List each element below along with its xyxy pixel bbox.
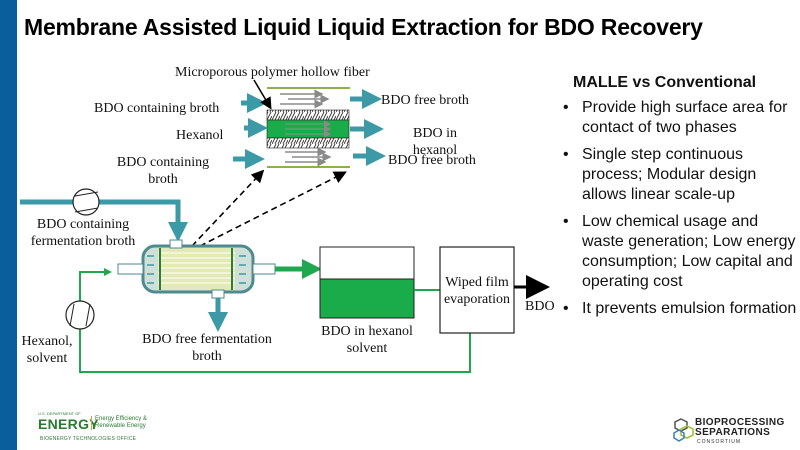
process-diagram [20, 79, 550, 373]
fiber-callout-arrow [253, 79, 272, 110]
inlet-top-label: BDO containing broth [94, 101, 220, 116]
slide-title: Membrane Assisted Liquid Liquid Extracti… [24, 14, 703, 40]
list-item: •Single step continuous process; Modular… [563, 146, 757, 203]
slide-accent-bar [0, 0, 17, 450]
bullet-icon: • [563, 300, 569, 317]
bto-label: BIOENERGY TECHNOLOGIES OFFICE [40, 436, 137, 442]
eere-label: Energy Efficiency & Renewable Energy [91, 416, 147, 430]
panel-heading: MALLE vs Conventional [573, 74, 757, 91]
evaporator-label: Wiped film evaporation [443, 275, 511, 307]
inlet-bottom-label: BDO containing broth [116, 155, 210, 187]
fiber-wall-bottom [266, 137, 350, 149]
tank-label: BDO in hexanol solvent [321, 324, 413, 356]
inlet-middle-label: Hexanol [176, 128, 224, 143]
zoom-lines [191, 169, 347, 247]
comparison-panel: MALLE vs Conventional •Provide high surf… [560, 74, 800, 326]
bullet-icon: • [563, 146, 569, 163]
hexagon-logo-icon [673, 418, 694, 442]
solvent-loop [65, 259, 471, 373]
product-label: BDO [525, 299, 555, 314]
wiped-film-evaporator [439, 246, 550, 334]
outlet-middle-label: BDO in hexanol [412, 126, 458, 158]
solvent-label: Hexanol, solvent [21, 334, 73, 366]
feed-line [20, 188, 188, 242]
fiber-wall-top [266, 109, 350, 121]
membrane-module [117, 239, 276, 332]
doe-logo: U.S. DEPARTMENT OF ENERGY Energy Efficie… [38, 411, 147, 442]
hexanol-flow-arrows [285, 120, 332, 138]
list-item: •Provide high surface area for contact o… [563, 99, 788, 136]
hollow-fiber-inset [233, 79, 386, 169]
fiber-label: Microporous polymer hollow fiber [175, 65, 370, 80]
broth-flow-arrows-bottom [285, 147, 332, 167]
outlet-bottom-label: BDO free broth [388, 153, 476, 168]
bullet-icon: • [563, 99, 569, 116]
feed-label: BDO containing fermentation broth [30, 217, 136, 249]
broth-flow-arrows-top [280, 89, 330, 109]
doe-energy-wordmark: ENERGY [38, 416, 99, 432]
list-item: •Low chemical usage and waste generation… [563, 213, 796, 290]
raffinate-label: BDO free fermentation broth [142, 332, 272, 364]
benefit-list: •Provide high surface area for contact o… [560, 98, 800, 319]
extract-tank [319, 246, 440, 319]
list-item: •It prevents emulsion formation [563, 300, 797, 317]
outlet-top-label: BDO free broth [381, 93, 469, 108]
bullet-icon: • [563, 213, 569, 230]
